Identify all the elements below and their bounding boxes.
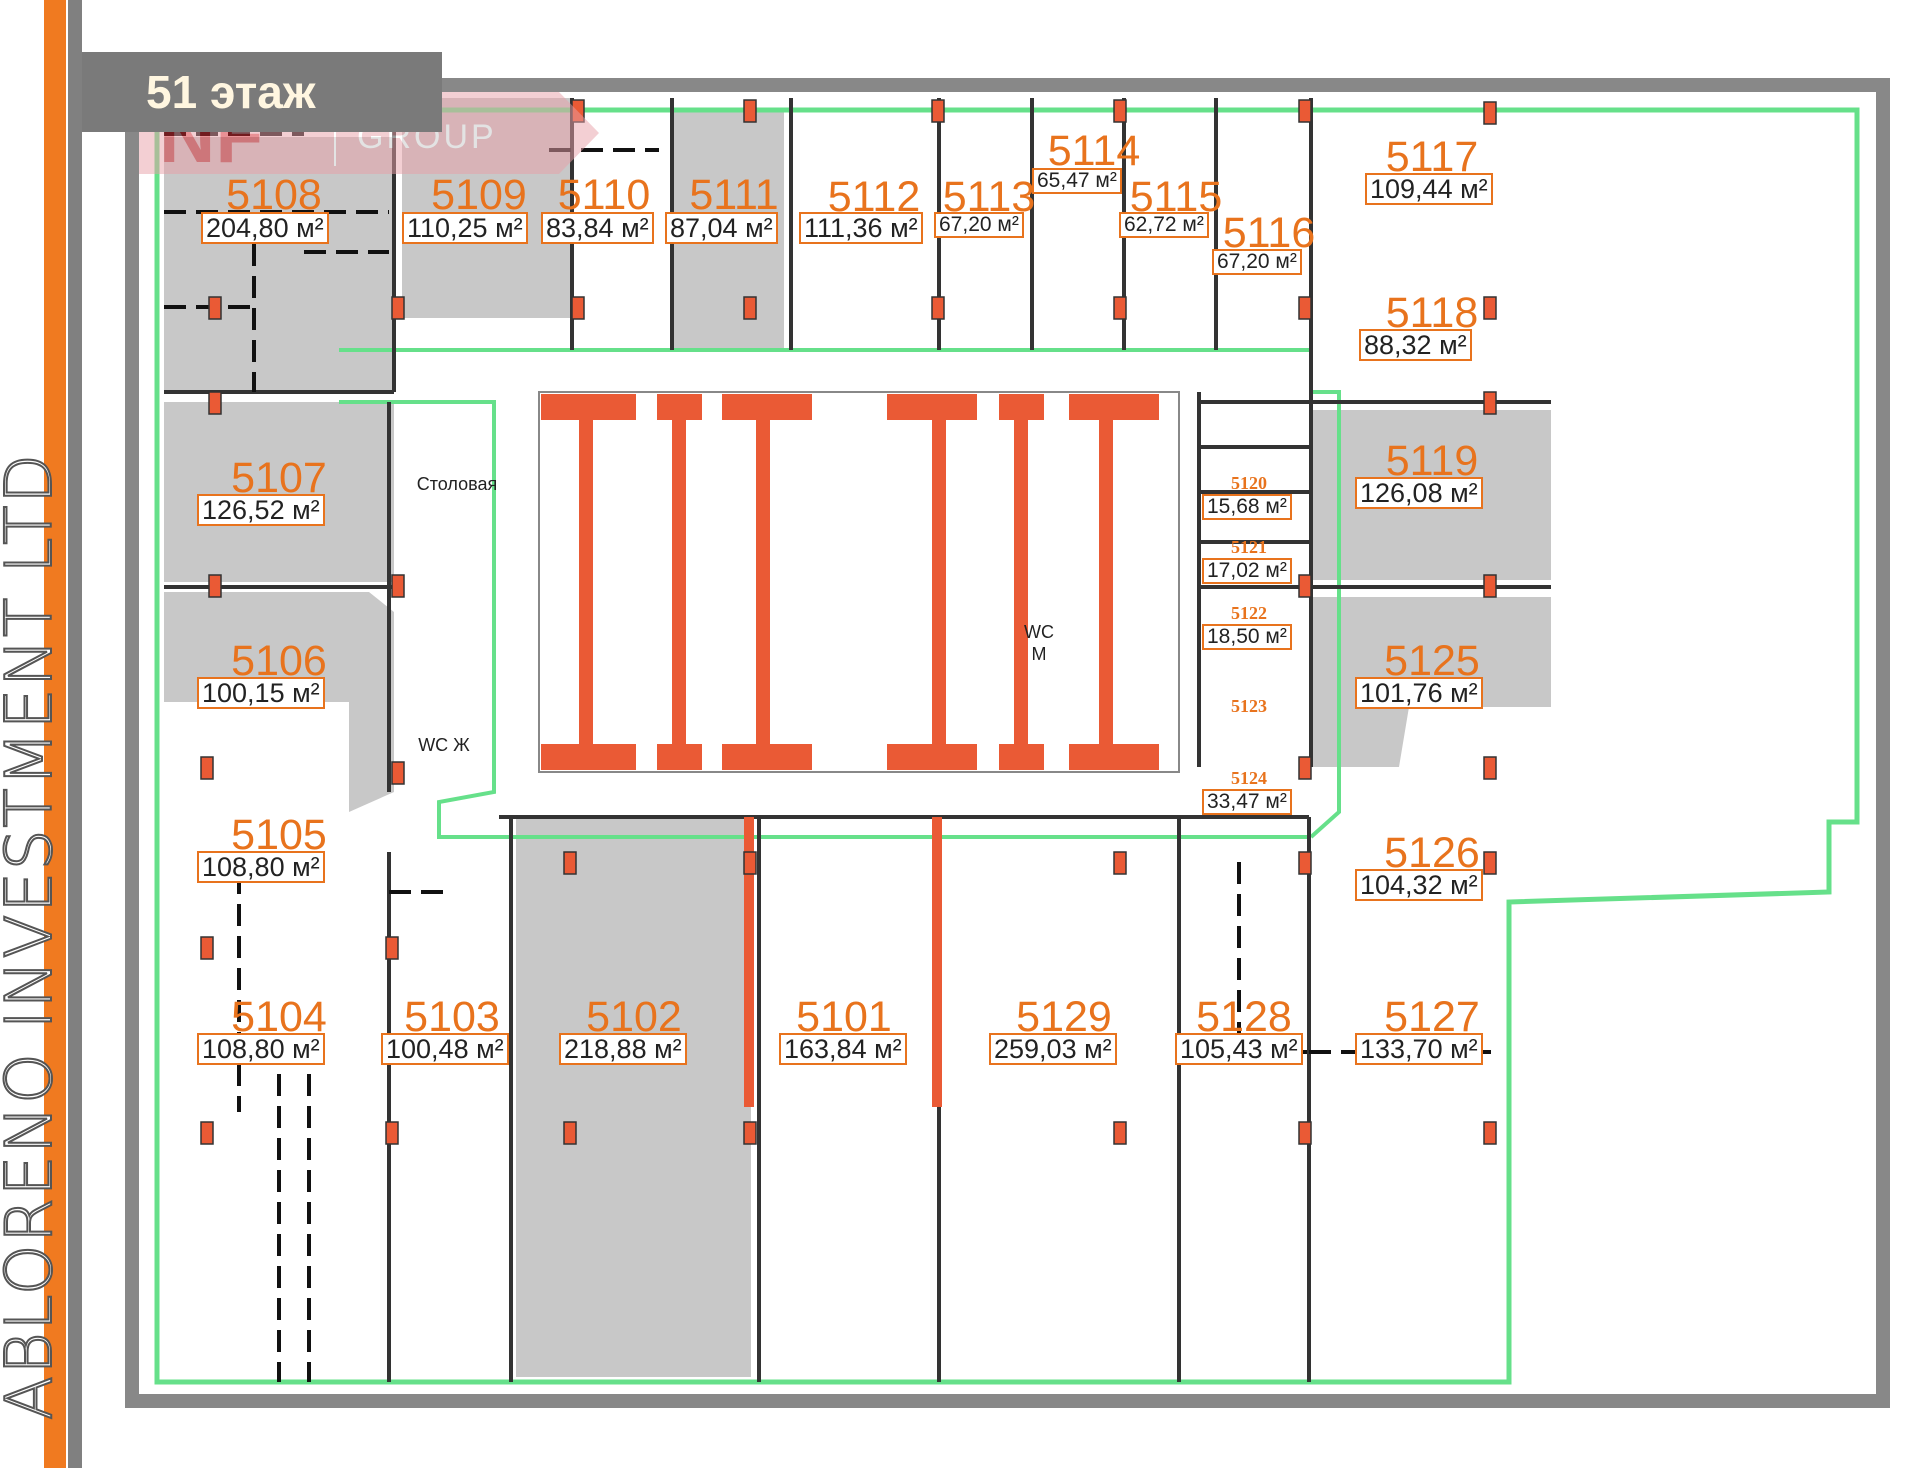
room-area-5128: 105,43 м² bbox=[1175, 1033, 1303, 1066]
room-area-5117: 109,44 м² bbox=[1365, 173, 1493, 206]
room-number-5119[interactable]: 5119 bbox=[1385, 437, 1479, 485]
room-area-5111: 87,04 м² bbox=[665, 212, 778, 245]
room-number-5113[interactable]: 5113 bbox=[942, 173, 1036, 221]
room-number-5104[interactable]: 5104 bbox=[231, 993, 327, 1041]
occupied-rooms bbox=[164, 98, 1551, 1377]
sidebar-orange-stripe bbox=[44, 0, 66, 1468]
room-area-5104: 108,80 м² bbox=[197, 1033, 325, 1066]
room-area-5110: 83,84 м² bbox=[541, 212, 654, 245]
room-area-5112: 111,36 м² bbox=[799, 212, 923, 245]
room-area-5107: 126,52 м² bbox=[197, 494, 325, 527]
wc-male-label: WC М bbox=[1024, 622, 1054, 664]
room-number-5118[interactable]: 5118 bbox=[1385, 289, 1479, 337]
room-area-5119: 126,08 м² bbox=[1355, 477, 1483, 510]
floor-label: 51 этаж bbox=[82, 52, 442, 132]
room-area-5114: 65,47 м² bbox=[1032, 168, 1122, 195]
room-area-5101: 163,84 м² bbox=[779, 1033, 907, 1066]
room-area-5109: 110,25 м² bbox=[402, 212, 528, 245]
room-number-5117[interactable]: 5117 bbox=[1385, 133, 1479, 181]
room-number-5105[interactable]: 5105 bbox=[231, 811, 327, 859]
sidebar: ABLORENO INVESTMENT LTD bbox=[0, 0, 82, 1468]
room-number-5128[interactable]: 5128 bbox=[1196, 993, 1292, 1041]
room-area-5121: 17,02 м² bbox=[1202, 558, 1292, 585]
room-area-5105: 108,80 м² bbox=[197, 851, 325, 884]
room-number-5101[interactable]: 5101 bbox=[796, 993, 892, 1041]
sidebar-grey-stripe bbox=[68, 0, 82, 1468]
room-number-5110[interactable]: 5110 bbox=[557, 171, 651, 219]
room-area-5106: 100,15 м² bbox=[197, 677, 325, 710]
room-area-5102: 218,88 м² bbox=[559, 1033, 687, 1066]
room-number-5121[interactable]: 5121 bbox=[1231, 537, 1267, 557]
room-area-5122: 18,50 м² bbox=[1202, 624, 1292, 651]
room-area-5120: 15,68 м² bbox=[1202, 494, 1292, 521]
corridor-outline bbox=[339, 348, 1341, 839]
company-name: ABLORENO INVESTMENT LTD bbox=[0, 451, 68, 1421]
canteen-label: Столовая bbox=[416, 474, 498, 494]
wc-female-label: WC Ж bbox=[418, 735, 470, 755]
room-area-5126: 104,32 м² bbox=[1355, 869, 1483, 902]
room-area-5124: 33,47 м² bbox=[1202, 789, 1292, 816]
outer-wall bbox=[154, 107, 1860, 1385]
room-number-5111[interactable]: 5111 bbox=[689, 171, 779, 219]
room-area-5118: 88,32 м² bbox=[1359, 329, 1472, 362]
room-area-5103: 100,48 м² bbox=[381, 1033, 509, 1066]
room-number-5115[interactable]: 5115 bbox=[1129, 173, 1223, 221]
room-number-5116[interactable]: 5116 bbox=[1222, 209, 1316, 257]
room-area-5129: 259,03 м² bbox=[989, 1033, 1117, 1066]
room-number-5109[interactable]: 5109 bbox=[431, 171, 527, 219]
room-number-5112[interactable]: 5112 bbox=[827, 173, 921, 221]
room-area-5127: 133,70 м² bbox=[1355, 1033, 1483, 1066]
room-area-5113: 67,20 м² bbox=[934, 212, 1024, 239]
room-number-5102[interactable]: 5102 bbox=[586, 993, 682, 1041]
room-number-5124[interactable]: 5124 bbox=[1231, 768, 1267, 788]
room-number-5107[interactable]: 5107 bbox=[231, 454, 327, 502]
room-area-5108: 204,80 м² bbox=[201, 212, 329, 245]
core-columns bbox=[541, 394, 1159, 1107]
floor-plan: 5108 204,80 м² 5109 110,25 м² 5110 83,84… bbox=[125, 78, 1890, 1408]
core-outline bbox=[538, 391, 1180, 773]
room-number-5114[interactable]: 5114 bbox=[1047, 127, 1141, 175]
room-number: 5108 bbox=[226, 171, 322, 219]
room-number-5125[interactable]: 5125 bbox=[1384, 637, 1480, 685]
room-number-5103[interactable]: 5103 bbox=[404, 993, 500, 1041]
room-number-5127[interactable]: 5127 bbox=[1384, 993, 1480, 1041]
room-number-5122[interactable]: 5122 bbox=[1231, 603, 1267, 623]
room-area-5125: 101,76 м² bbox=[1355, 677, 1483, 710]
room-area-5116: 67,20 м² bbox=[1212, 249, 1302, 276]
room-number-5126[interactable]: 5126 bbox=[1384, 829, 1480, 877]
room-number-5120[interactable]: 5120 bbox=[1231, 473, 1267, 493]
column-markers bbox=[200, 99, 1497, 1145]
room-number-5106[interactable]: 5106 bbox=[231, 637, 327, 685]
room-number-5123[interactable]: 5123 bbox=[1231, 696, 1267, 716]
room-area-5115: 62,72 м² bbox=[1119, 212, 1209, 239]
room-number-5129[interactable]: 5129 bbox=[1016, 993, 1112, 1041]
